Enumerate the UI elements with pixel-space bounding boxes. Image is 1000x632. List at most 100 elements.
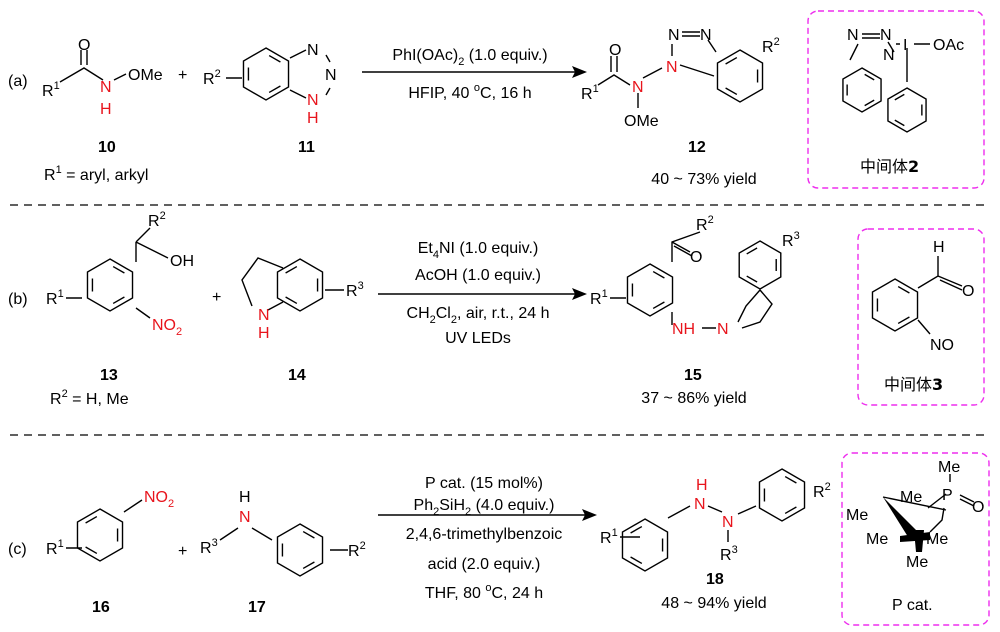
- double-bond: [897, 285, 910, 294]
- reaction-arrow: PhI(OAc)2 (1.0 equiv.) HFIP, 40 oC, 16 h: [362, 47, 587, 102]
- no2-label: NO2: [144, 489, 174, 510]
- ring-layer: [76, 47, 927, 577]
- r2-label: R2: [348, 540, 366, 560]
- compound-number: 16: [92, 599, 110, 616]
- double-bond: [302, 561, 315, 570]
- methyl-label: Me: [926, 531, 948, 548]
- double-bond: [630, 556, 643, 565]
- atom-h: H: [307, 110, 319, 127]
- atom-n: N: [307, 42, 319, 59]
- condition-acid-1: 2,4,6-trimethylbenzoic: [406, 526, 563, 543]
- compound-13: R1 R2 OH NO2 13 R2 = H, Me: [46, 210, 194, 408]
- compound-15: R1 R2 O NH N R3 15 37 ~ 86% yield: [590, 214, 800, 407]
- atom-n: N: [883, 47, 895, 64]
- panel-label: (a): [8, 73, 28, 90]
- intermediate-3-box: H O NO 中间体3: [857, 228, 985, 406]
- compound-number: 10: [98, 139, 116, 156]
- panel-label: (b): [8, 291, 28, 308]
- compound-12: R1 O N OMe N N N R2 12 40 ~ 73% yield: [581, 27, 780, 188]
- methyl-label: Me: [906, 554, 928, 571]
- compound-number: 15: [684, 367, 702, 384]
- r1-label: R1: [46, 538, 64, 558]
- benzene-ring: [76, 508, 124, 562]
- atom-n: N: [722, 514, 734, 531]
- double-bond: [285, 265, 298, 274]
- double-bond: [746, 247, 758, 255]
- intermediate-label: 中间体2: [860, 157, 919, 176]
- atom-n: N: [700, 27, 712, 44]
- panel-b: (b) R1 R2 OH NO2 13 R2 = H, Me + N H R3 …: [8, 210, 985, 408]
- atom-n: N: [694, 496, 706, 513]
- benzene-ring: [621, 518, 669, 572]
- atom-o: O: [972, 499, 984, 516]
- condition-reductant: Ph2SiH2 (4.0 equiv.): [414, 497, 555, 518]
- atom-n: N: [880, 27, 892, 44]
- atom-n: N: [717, 321, 729, 338]
- compound-16: R1 NO2 16: [46, 489, 174, 616]
- r2-definition: R2 = H, Me: [50, 388, 129, 408]
- catalyst-label: P cat.: [892, 597, 933, 614]
- benzene-ring: [738, 240, 782, 290]
- double-bond: [630, 525, 643, 534]
- yield-text: 48 ~ 94% yield: [661, 595, 766, 612]
- r2-label: R2: [148, 210, 166, 230]
- no2-label: NO2: [152, 317, 182, 338]
- double-bond: [85, 515, 98, 524]
- double-bond: [897, 316, 910, 325]
- double-bond: [112, 265, 125, 274]
- double-bond: [725, 87, 738, 96]
- compound-14: N H R3 14: [241, 257, 364, 384]
- r2-label: R2: [813, 481, 831, 501]
- condition-reagent: PhI(OAc)2 (1.0 equiv.): [392, 47, 547, 68]
- r1-label: R1: [42, 80, 60, 100]
- atom-n: N: [258, 307, 270, 324]
- ome-label: OMe: [624, 113, 659, 130]
- r2-label: R2: [696, 214, 714, 234]
- compound-number: 12: [688, 139, 706, 156]
- plus-sign: +: [178, 67, 187, 84]
- double-bond: [268, 54, 281, 63]
- double-bond: [894, 119, 905, 127]
- r1-label: R1: [581, 83, 599, 103]
- compound-number: 14: [288, 367, 306, 384]
- ome-label: OMe: [128, 67, 163, 84]
- double-bond: [864, 99, 875, 107]
- atom-i: I: [903, 37, 907, 54]
- compound-number: 18: [706, 571, 724, 588]
- r3-label: R3: [200, 537, 218, 557]
- atom-h: H: [239, 489, 251, 506]
- panel-c: (c) R1 NO2 16 + R3 H N R2 17 P cat. (15 …: [8, 452, 990, 626]
- r1-definition: R1 = aryl, arkyl: [44, 164, 148, 184]
- compound-number: 17: [248, 599, 266, 616]
- methyl-label: Me: [938, 459, 960, 476]
- condition-reagent: Et4NI (1.0 equiv.): [418, 240, 539, 261]
- double-bond: [285, 296, 298, 305]
- compound-17: R3 H N R2 17: [200, 489, 366, 616]
- r1-label: R1: [590, 288, 608, 308]
- methyl-label: Me: [866, 531, 888, 548]
- atom-h: H: [696, 477, 708, 494]
- double-bond: [784, 506, 797, 515]
- condition-light: UV LEDs: [445, 330, 511, 347]
- intermediate-2-box: N N N I OAc 中间体2: [807, 10, 985, 189]
- benzene-ring: [871, 278, 919, 332]
- compound-18: R1 H N N R3 R2 18 48 ~ 94% yield: [600, 477, 831, 612]
- r3-label: R3: [782, 230, 800, 250]
- yield-text: 37 ~ 86% yield: [641, 390, 746, 407]
- condition-additive: AcOH (1.0 equiv.): [415, 267, 541, 284]
- r1-label: R1: [600, 527, 618, 547]
- double-bond: [85, 546, 98, 555]
- methyl-label: Me: [846, 507, 868, 524]
- atom-o: O: [609, 42, 621, 59]
- atom-o: O: [690, 249, 702, 266]
- r1-label: R1: [46, 288, 64, 308]
- double-bond: [112, 296, 125, 305]
- double-bond: [864, 73, 875, 81]
- no-label: NO: [930, 337, 954, 354]
- double-bond: [746, 275, 758, 283]
- condition-solvent: CH2Cl2, air, r.t., 24 h: [407, 305, 550, 326]
- intermediate-label: 中间体3: [884, 375, 943, 394]
- atom-n: N: [666, 59, 678, 76]
- double-bond: [725, 56, 738, 65]
- double-bond: [784, 475, 797, 484]
